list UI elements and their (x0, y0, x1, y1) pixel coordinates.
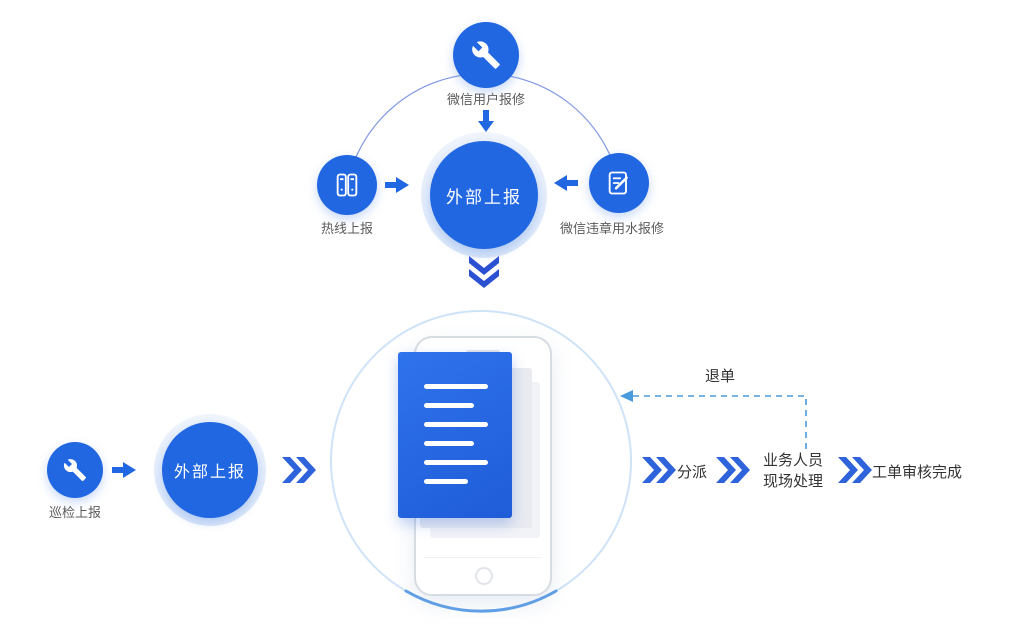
inspection-report-label: 巡检上报 (48, 505, 101, 520)
phone-home-button (475, 567, 493, 585)
external-report-bottom-label: 外部上报 (173, 464, 246, 481)
document-text-line (424, 422, 488, 427)
document-text-line (424, 403, 474, 408)
personnel-handling-line1: 业务人员 (762, 452, 823, 469)
wrench-icon (63, 459, 86, 481)
work-order-document (398, 352, 512, 518)
double-chevron-right-icon (838, 457, 872, 483)
external-report-top-halo: 外部上报 (421, 132, 547, 258)
double-chevron-down-icon (469, 256, 499, 288)
external-report-top-node: 外部上报 (430, 141, 538, 249)
personnel-handling-line2: 现场处理 (762, 473, 823, 490)
external-report-bottom-halo: 外部上报 (154, 414, 266, 526)
hotline-report-node (317, 155, 377, 215)
hotline-report-label: 热线上报 (320, 221, 373, 236)
return-dashed-connector (620, 390, 807, 450)
document-text-line (424, 384, 488, 389)
wechat-user-repair-label: 微信用户报修 (446, 92, 525, 107)
external-report-bottom-node: 外部上报 (162, 422, 258, 518)
document-text-line (424, 479, 468, 484)
arrow-right-icon (112, 462, 136, 478)
phone-separator (424, 557, 542, 558)
personnel-handling-label: 业务人员 现场处理 (752, 450, 834, 492)
document-pen-icon (608, 171, 628, 195)
arrow-right-icon (385, 177, 409, 193)
double-chevron-right-icon (282, 457, 316, 483)
double-chevron-right-icon (716, 457, 750, 483)
wechat-user-repair-node (453, 22, 519, 88)
arrow-left-icon (554, 175, 578, 191)
wechat-illegal-water-label: 微信违章用水报修 (559, 221, 664, 236)
external-report-top-label: 外部上报 (446, 187, 522, 207)
hotline-icon (336, 173, 358, 197)
arrow-down-icon (478, 110, 494, 132)
double-chevron-right-icon (642, 457, 676, 483)
wrench-icon (472, 41, 500, 69)
return-order-label: 退单 (704, 368, 735, 385)
document-text-line (424, 441, 474, 446)
processing-circle (330, 310, 632, 613)
dispatch-label: 分派 (676, 464, 707, 481)
review-complete-label: 工单审核完成 (872, 464, 963, 481)
inspection-report-node (47, 442, 103, 498)
document-text-line (424, 460, 488, 465)
wechat-illegal-water-node (589, 153, 649, 213)
